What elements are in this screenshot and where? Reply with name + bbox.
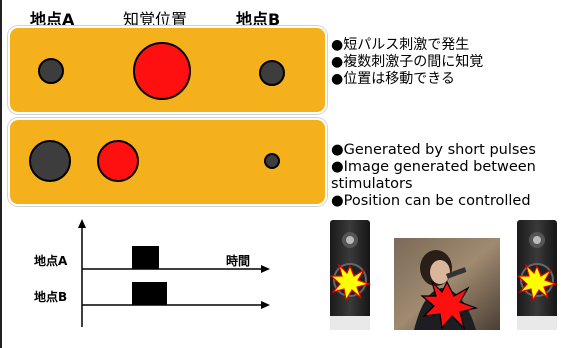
stimulus-point-b-dot <box>259 60 285 86</box>
right-speaker-icon <box>514 218 560 334</box>
burst-icon <box>420 279 479 330</box>
row-b-label: 地点B <box>34 290 68 304</box>
row-b-arrow <box>261 301 270 309</box>
row-b-pulse <box>132 282 167 305</box>
header-point-b: 地点B <box>236 10 281 29</box>
description-japanese: ●短パルス刺激で発生 ●複数刺激子の間に知覚 ●位置は移動できる <box>331 37 483 88</box>
description-jp-line: ●短パルス刺激で発生 <box>331 37 470 53</box>
stimulus-point-b-dot-small <box>264 153 280 169</box>
illusion-panel-centered <box>8 26 327 114</box>
burst-icon <box>329 262 372 302</box>
header-point-a: 地点A <box>30 10 75 29</box>
stimulus-point-a-dot <box>38 58 64 84</box>
timing-chart-axes <box>78 219 270 327</box>
left-edge-line <box>0 0 2 348</box>
timing-chart: 地点A 地点B 時間 <box>20 215 320 335</box>
time-axis-label: 時間 <box>226 254 251 268</box>
vertical-axis-arrow <box>78 219 86 228</box>
perceived-position-dot-shifted <box>97 140 139 182</box>
description-en-line: stimulators <box>331 176 413 192</box>
description-en-line: ●Position can be controlled <box>331 193 531 209</box>
description-jp-line: ●位置は移動できる <box>331 71 455 87</box>
row-a-label: 地点A <box>34 254 68 268</box>
perceived-position-dot <box>133 42 191 100</box>
left-speaker-icon <box>327 218 373 334</box>
description-en-line: ●Generated by short pulses <box>331 142 536 158</box>
singer-photo <box>394 238 500 330</box>
row-a-pulse <box>132 246 159 269</box>
description-english: ●Generated by short pulses ●Image genera… <box>331 142 536 210</box>
burst-icon <box>516 262 559 302</box>
row-a-arrow <box>261 265 270 273</box>
description-en-line: ●Image generated between <box>331 159 536 175</box>
stimulus-point-a-dot-large <box>29 140 71 182</box>
description-jp-line: ●複数刺激子の間に知覚 <box>331 54 484 70</box>
header-perceived-position: 知覚位置 <box>123 10 188 29</box>
illusion-panel-shifted <box>8 118 327 206</box>
